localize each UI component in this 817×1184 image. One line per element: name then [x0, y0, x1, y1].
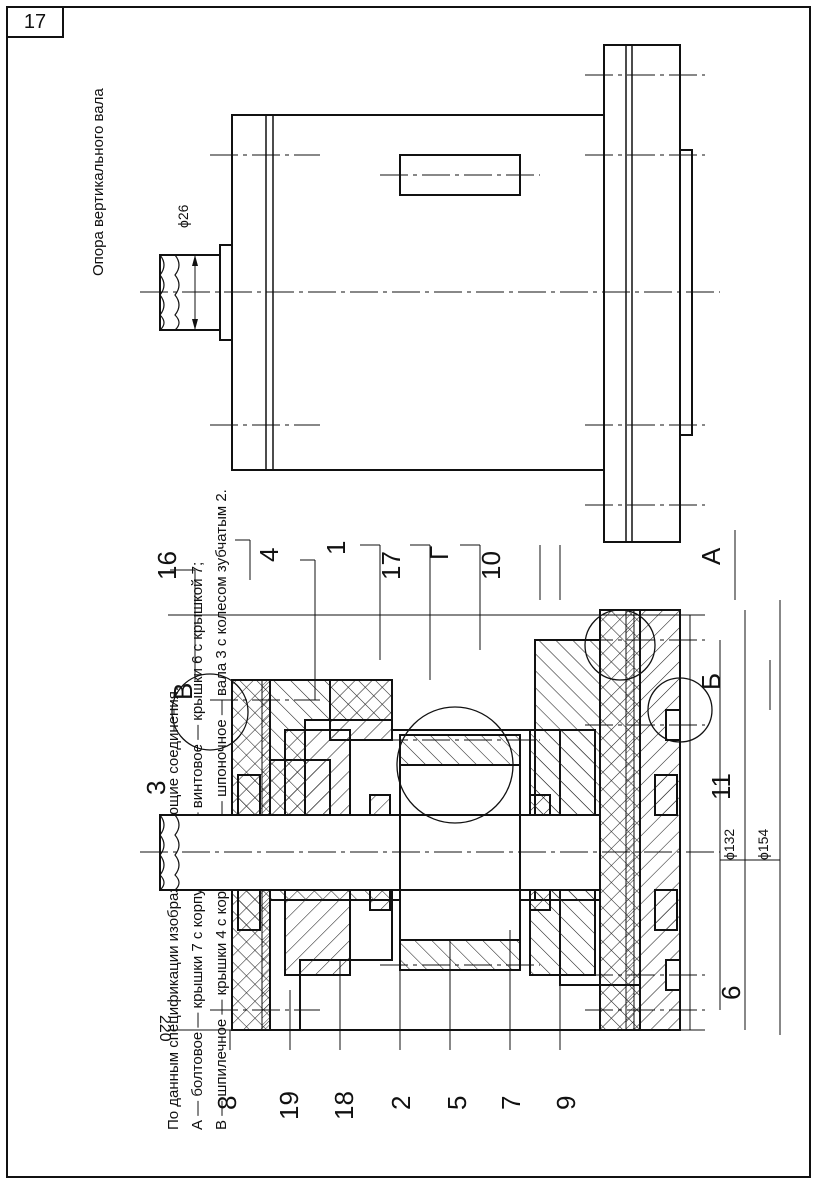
sheet-number: 17 [6, 6, 64, 38]
section-centerlines [140, 639, 720, 1011]
callout-9: 9 [551, 1096, 581, 1110]
dim-d132: ϕ132 [721, 829, 737, 860]
detail-circles [171, 609, 713, 824]
callout-6: 6 [716, 986, 746, 1000]
callout-8: 8 [212, 1096, 242, 1110]
callout-17: 17 [376, 551, 406, 580]
callout-5: 5 [442, 1096, 472, 1110]
top-view [140, 44, 720, 543]
task-text: По данным спецификации изобразить следую… [165, 489, 230, 1130]
callout-4: 4 [254, 548, 284, 562]
callout-B: Б [696, 673, 726, 690]
callout-16: 16 [152, 551, 182, 580]
callout-V: В [168, 683, 198, 700]
callout-7: 7 [496, 1096, 526, 1110]
leader-lines [170, 530, 771, 1050]
dim-overall: 220 [156, 1015, 173, 1042]
task-line-3: В — шпилечное — крышки 4 с корпусом 1; Г… [213, 489, 230, 1130]
sheet-frame [6, 6, 811, 1178]
callout-11: 11 [706, 773, 736, 800]
callout-18: 18 [329, 1091, 359, 1120]
callout-1: 1 [321, 541, 351, 555]
callout-3: 3 [141, 781, 171, 795]
dim-d26: ϕ26 [175, 204, 191, 228]
callout-19: 19 [274, 1091, 304, 1120]
callout-A: А [696, 547, 726, 565]
callout-10: 10 [476, 551, 506, 580]
section-view [159, 609, 681, 1031]
callouts: 16 В 3 4 1 17 Г 10 А Б 11 8 19 18 2 5 7 … [141, 541, 746, 1120]
drawing-title: Опора вертикального вала [90, 88, 107, 276]
callout-G: Г [424, 546, 454, 560]
callout-2: 2 [386, 1096, 416, 1110]
dim-d154: ϕ154 [755, 829, 771, 860]
task-line-1: По данным спецификации изобразить следую… [165, 687, 182, 1130]
